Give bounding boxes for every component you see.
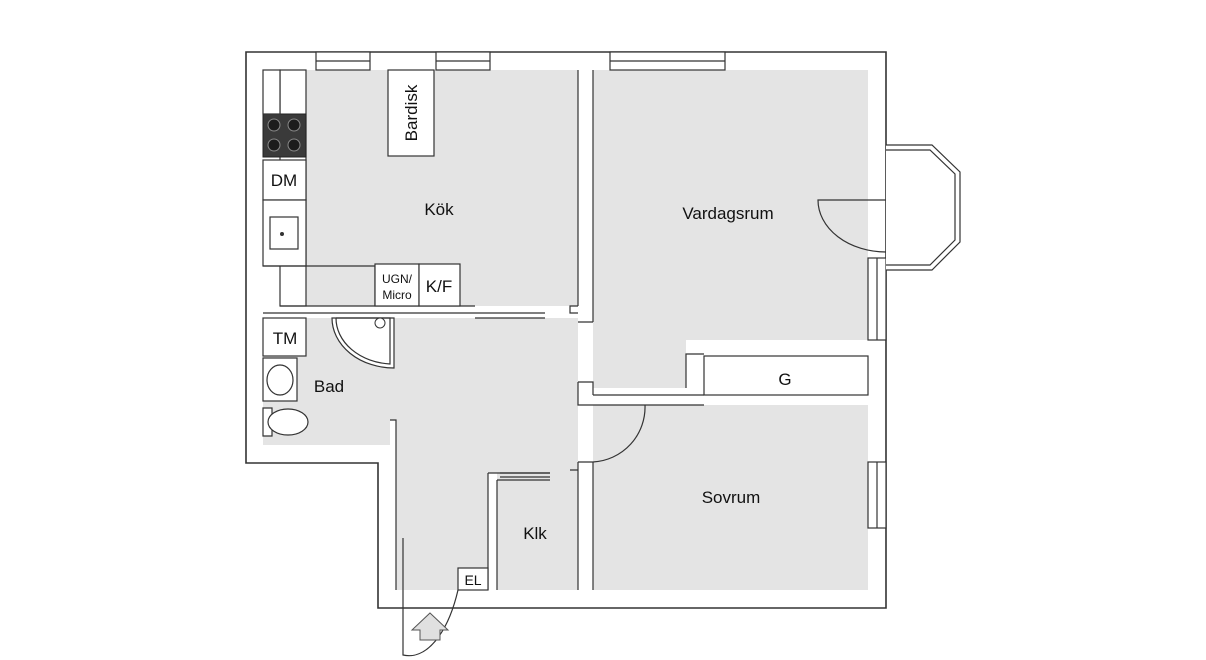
wardrobe-wall <box>685 353 704 388</box>
sink-basin <box>269 216 299 250</box>
label-ugn: UGN/ <box>382 272 413 286</box>
entrance-arrow <box>410 612 450 641</box>
bedroom-door <box>592 404 646 463</box>
closet-wall <box>487 472 550 590</box>
counter-top-left <box>262 69 281 115</box>
bedroom-hall-wall <box>570 461 594 590</box>
shower-head-icon <box>374 317 386 329</box>
electric-panel <box>457 567 489 591</box>
bath-hall-wall <box>390 419 397 590</box>
dishwasher <box>262 159 307 201</box>
bedroom-floor <box>593 405 868 590</box>
balcony <box>886 144 961 271</box>
closet-sliding-door <box>500 472 550 478</box>
balcony-inner <box>886 149 956 266</box>
label-g: G <box>778 370 791 389</box>
label-tm: TM <box>273 329 298 348</box>
kitchen-floor <box>306 70 578 306</box>
fridge-freezer <box>418 263 461 307</box>
closet-floor <box>497 480 578 590</box>
room-label-closet: Klk <box>523 524 547 543</box>
entrance-door <box>402 538 459 657</box>
room-label-kitchen: Kök <box>424 200 454 219</box>
washing-machine <box>262 317 307 357</box>
oven-micro <box>374 263 420 307</box>
label-bardisk: Bardisk <box>402 84 421 141</box>
room-label-living-room: Vardagsrum <box>682 204 773 223</box>
label-micro: Micro <box>382 288 412 302</box>
living-room-floor <box>593 70 868 388</box>
living-bedroom-wall <box>577 381 704 406</box>
wardrobe-g <box>703 355 869 396</box>
hall-sliding-door <box>475 312 545 319</box>
room-label-bedroom: Sovrum <box>702 488 761 507</box>
label-dm: DM <box>271 171 297 190</box>
label-el: EL <box>464 572 481 588</box>
room-label-bathroom: Bad <box>314 377 344 396</box>
shower <box>331 317 395 369</box>
balcony-door <box>817 199 887 253</box>
label-kf: K/F <box>426 277 452 296</box>
kitchen-living-wall <box>569 70 594 323</box>
bardisk <box>387 69 435 157</box>
